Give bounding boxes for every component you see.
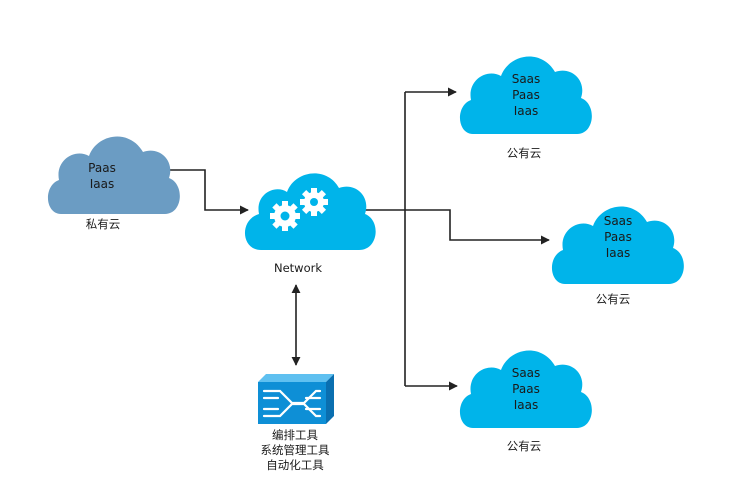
public-cloud-1-line-1: Saas — [512, 72, 541, 86]
public-cloud-2-line-3: Iaas — [606, 246, 631, 260]
gear-cloud-icon — [244, 173, 376, 250]
network-cloud[interactable] — [244, 173, 376, 250]
public-cloud-1-line-2: Paas — [512, 88, 540, 102]
public-cloud-2-line-2: Paas — [604, 230, 632, 244]
public-cloud-1-line-3: Iaas — [514, 104, 539, 118]
switch-box-icon — [258, 374, 334, 424]
public-cloud-2-caption: 公有云 — [596, 292, 631, 306]
public-cloud-2-line-1: Saas — [604, 214, 633, 228]
connector-network-to-private — [159, 165, 249, 215]
public-cloud-3-caption: 公有云 — [507, 439, 542, 453]
private-cloud-line-2: Iaas — [90, 177, 115, 191]
tools-line-1: 编排工具 — [272, 428, 318, 442]
private-cloud-caption: 私有云 — [86, 217, 121, 231]
public-cloud-3: Saas Paas Iaas — [459, 350, 592, 428]
public-cloud-3-line-2: Paas — [512, 382, 540, 396]
connector-to-public-cloud-2 — [405, 209, 550, 245]
private-cloud-line-1: Paas — [88, 161, 116, 175]
tools-line-3: 自动化工具 — [266, 458, 324, 472]
private-cloud: Paas Iaas — [47, 136, 180, 214]
gear-large-icon — [300, 188, 328, 216]
tools-line-2: 系统管理工具 — [261, 443, 330, 457]
network-caption: Network — [274, 261, 322, 275]
public-cloud-2: Saas Paas Iaas — [551, 206, 684, 284]
public-cloud-3-line-1: Saas — [512, 366, 541, 380]
public-cloud-1: Saas Paas Iaas — [459, 56, 592, 135]
private-cloud-shape — [47, 136, 180, 214]
public-cloud-3-line-3: Iaas — [514, 398, 539, 412]
tools-box[interactable] — [258, 374, 334, 424]
gear-small-icon — [270, 201, 300, 231]
public-cloud-1-caption: 公有云 — [507, 146, 542, 160]
